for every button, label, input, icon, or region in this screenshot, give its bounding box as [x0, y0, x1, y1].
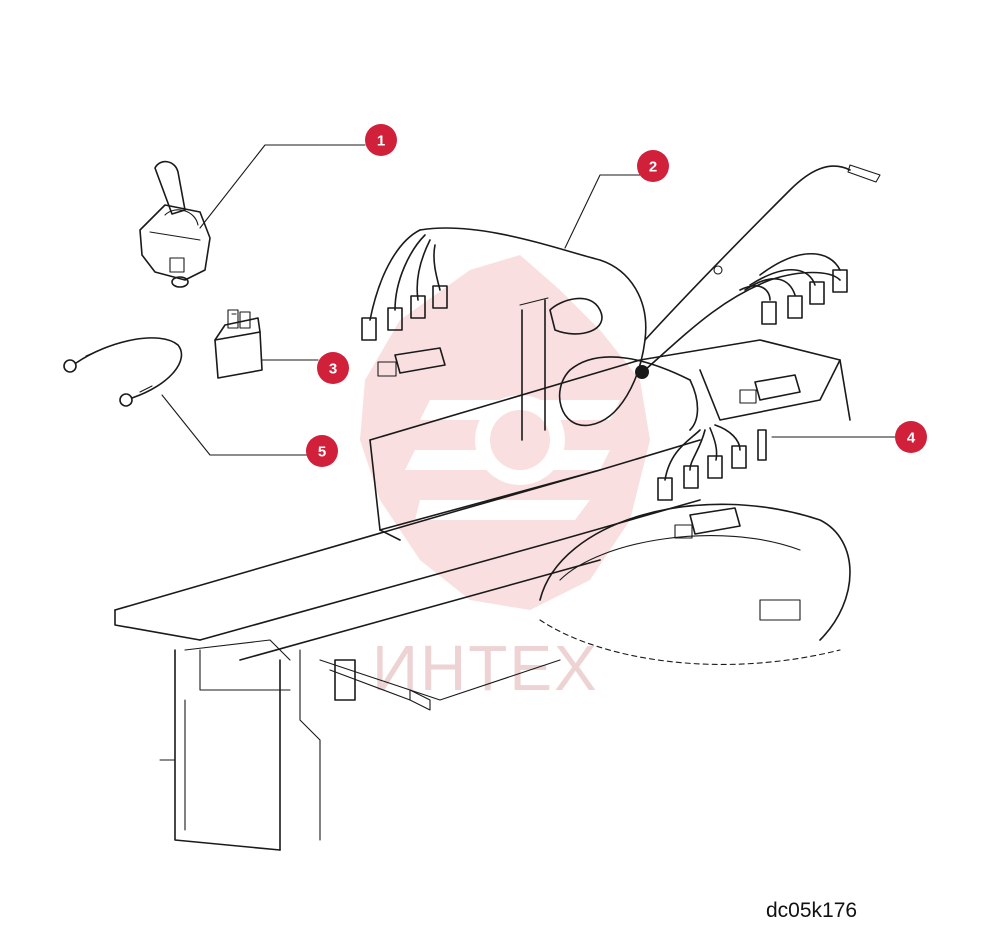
- callout-1: 1: [365, 124, 397, 156]
- callout-4-label: 4: [907, 430, 916, 447]
- callout-5: 5: [306, 435, 338, 467]
- harness-junction: [635, 365, 649, 379]
- callout-5-label: 5: [318, 444, 326, 461]
- callout-1-label: 1: [377, 133, 385, 150]
- callout-3-label: 3: [329, 361, 337, 378]
- vertical-post: [519, 297, 603, 441]
- leader-lines: [161, 144, 896, 456]
- callout-2: 2: [637, 150, 669, 182]
- watermark-text: ИНТЕХ: [372, 632, 599, 704]
- callout-4: 4: [895, 421, 927, 453]
- drawing-code: dc05k176: [766, 899, 858, 922]
- pin: [757, 429, 767, 461]
- relay: [214, 309, 263, 379]
- harness-connectors: [361, 269, 848, 539]
- watermark-logo: ИНТЕХ: [360, 255, 650, 704]
- vehicle-frame: [114, 339, 851, 851]
- wiring-harness: [369, 164, 881, 481]
- callout-3: 3: [317, 352, 349, 384]
- ground-cable: [63, 337, 183, 407]
- joystick-switch: [139, 160, 211, 288]
- rear-wheel-arch: [539, 359, 851, 665]
- callout-2-label: 2: [649, 159, 657, 176]
